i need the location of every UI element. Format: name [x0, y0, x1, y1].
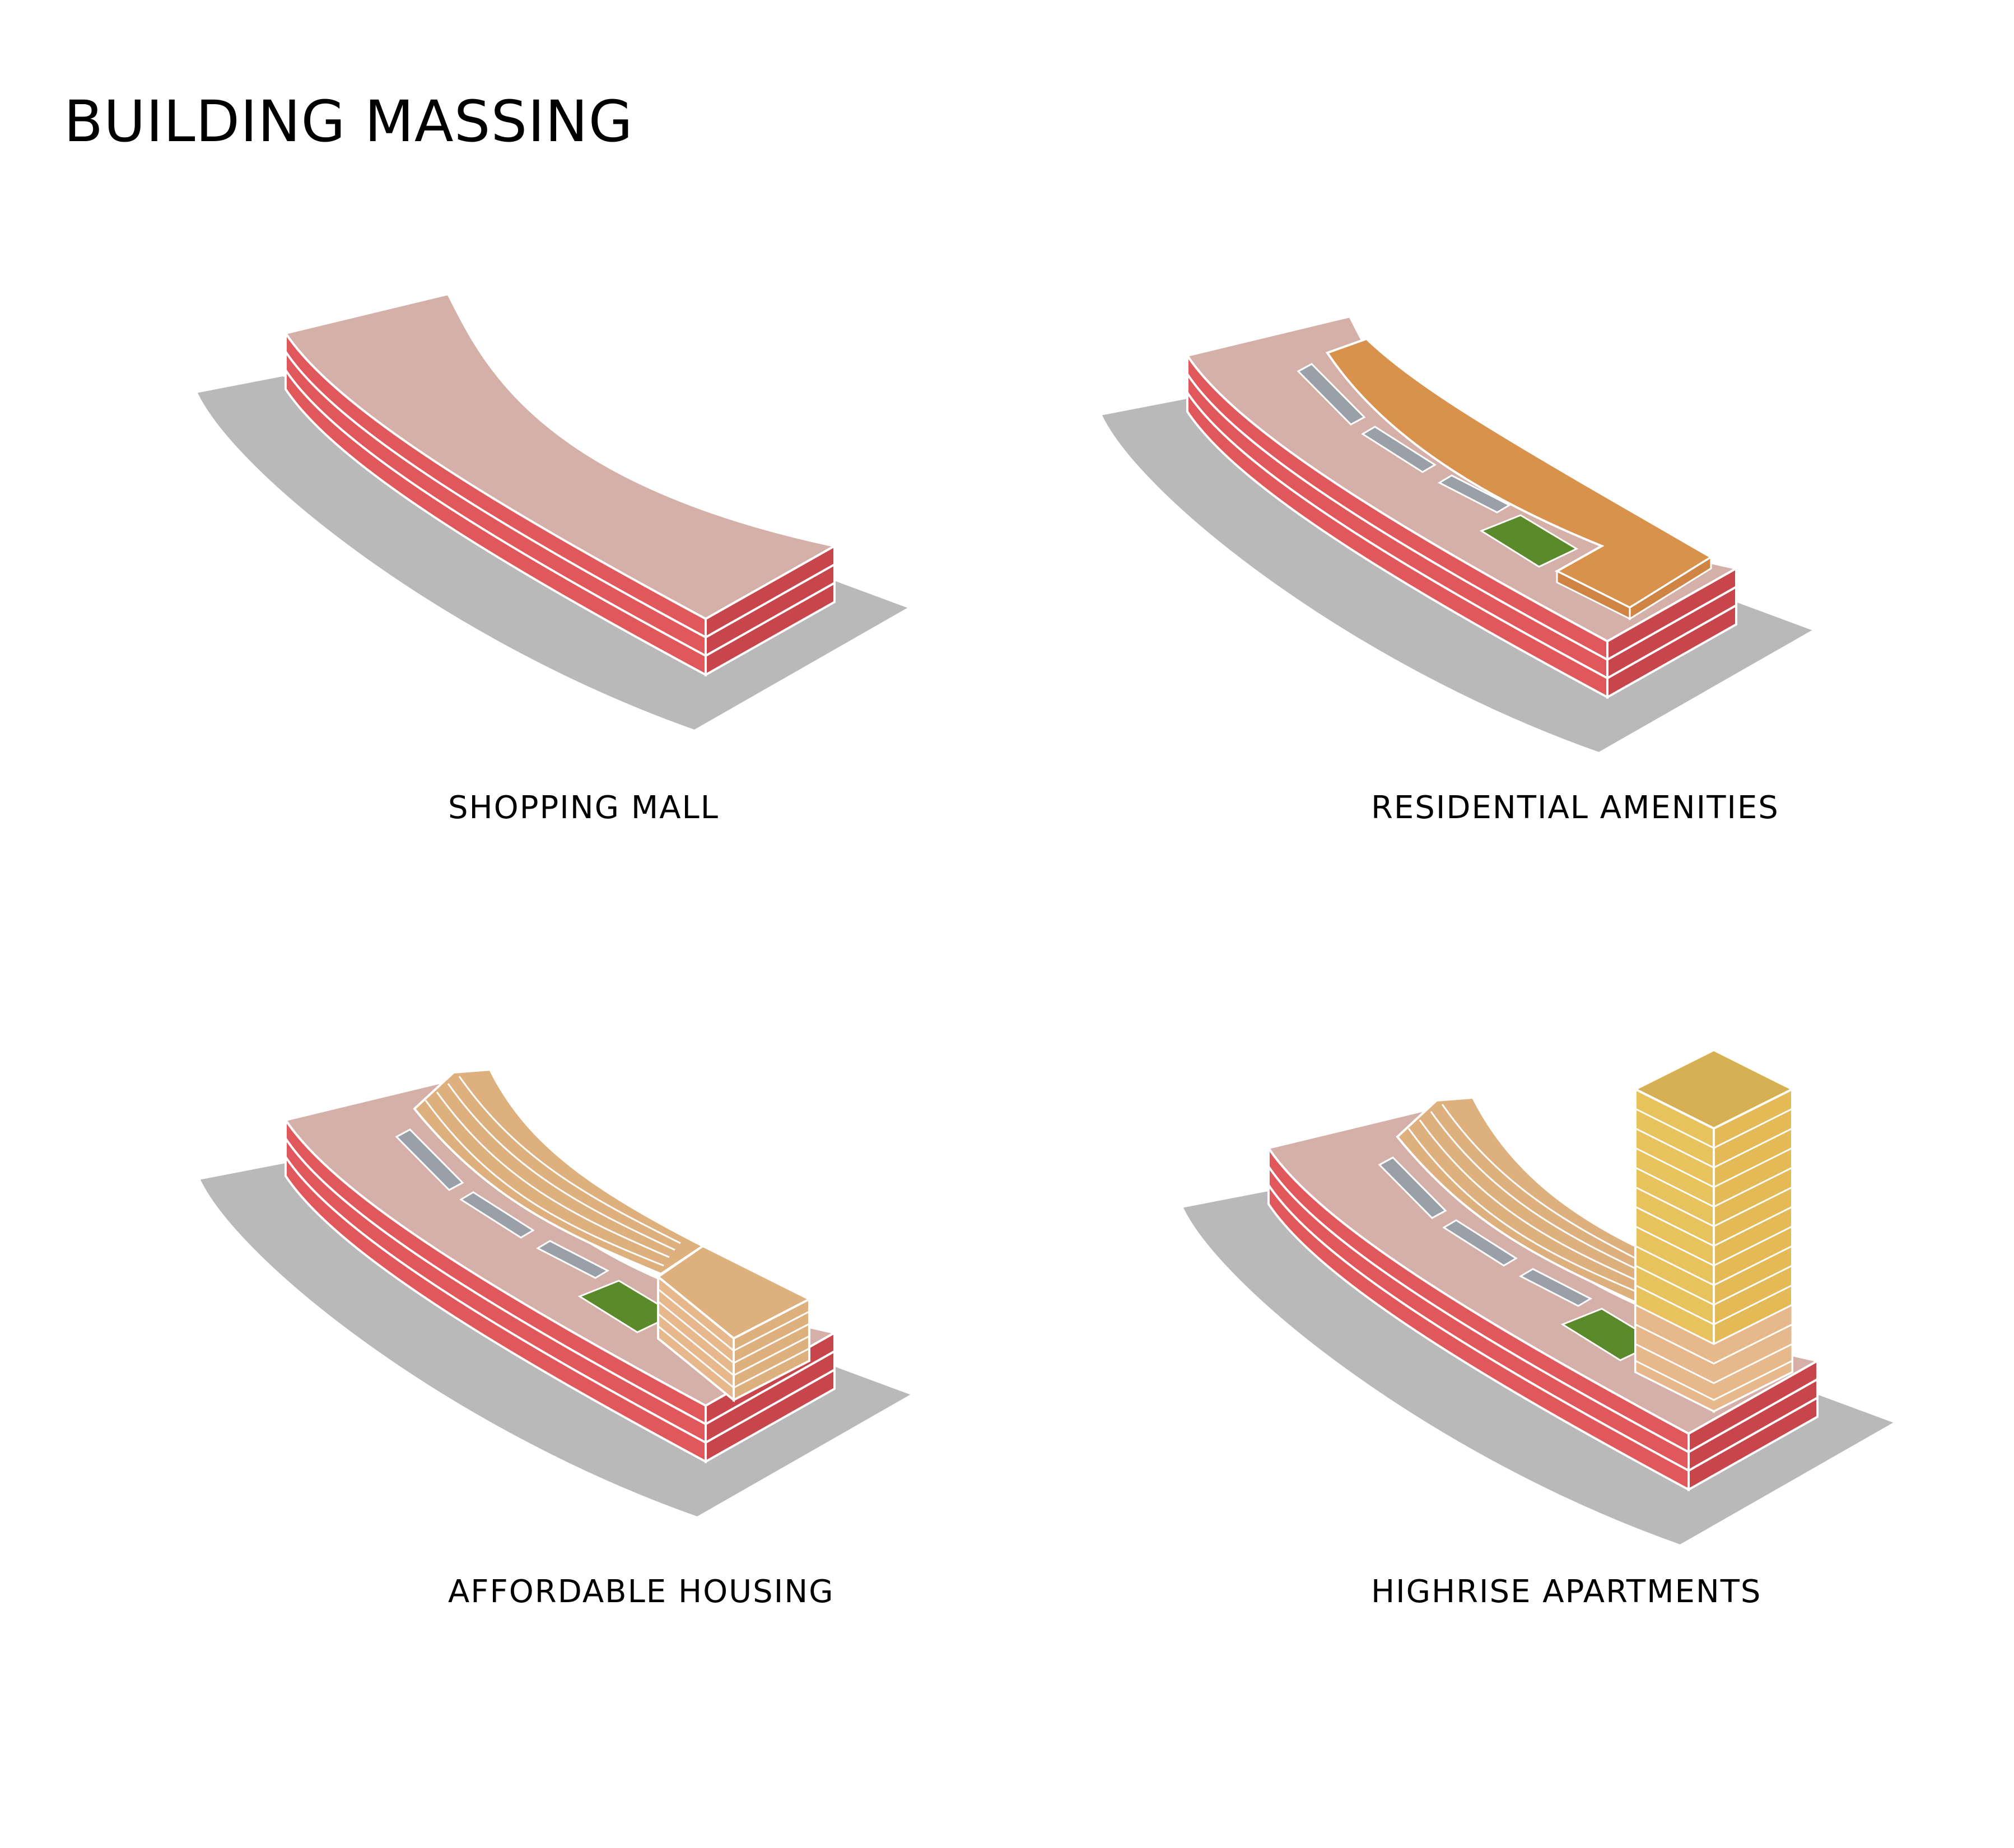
skylights: [1297, 363, 1512, 514]
housing-block-side: [733, 1297, 810, 1402]
tower: [1633, 1048, 1795, 1413]
podium-roof: [283, 292, 838, 620]
housing-terrace-lines: [425, 1076, 681, 1267]
caption-shopping-mall: SHOPPING MALL: [448, 790, 719, 826]
podium-floor-lines: [285, 351, 835, 657]
housing-floor-lines: [658, 1288, 810, 1389]
panel-residential-amenities: [1099, 315, 1817, 755]
skylight: [535, 1240, 610, 1279]
caption-residential-amenities: RESIDENTIAL AMENITIES: [1371, 790, 1779, 826]
tower-roof: [1633, 1048, 1795, 1130]
green-roof: [1479, 514, 1579, 568]
skylight: [395, 1128, 464, 1191]
skylight: [1378, 1156, 1447, 1219]
stepped-housing: [413, 1068, 812, 1403]
podium-floor-lines: [285, 1137, 835, 1444]
amenity-side: [1556, 556, 1712, 620]
tower-floor-lines: [1635, 1108, 1793, 1401]
skylight: [1518, 1268, 1593, 1307]
podium-floor-lines: [1267, 1165, 1818, 1472]
skylight: [1437, 474, 1512, 514]
panel-shopping-mall: [194, 292, 913, 732]
housing-terrace-lines: [1407, 1104, 1642, 1295]
skylights: [395, 1128, 610, 1279]
skylight: [1442, 1219, 1518, 1267]
podium-floor-lines: [1186, 373, 1737, 680]
skylights: [1378, 1156, 1593, 1307]
caption-affordable-housing: AFFORDABLE HOUSING: [448, 1574, 834, 1610]
skylight: [459, 1191, 535, 1239]
skylight: [1361, 426, 1437, 473]
panel-highrise-apartments: [1180, 1048, 1899, 1547]
podium: [283, 292, 838, 677]
amenity-block: [1325, 337, 1713, 620]
skylight: [1297, 363, 1366, 426]
page-title: BUILDING MASSING: [64, 88, 633, 155]
caption-highrise-apartments: HIGHRISE APARTMENTS: [1371, 1574, 1762, 1610]
panel-affordable-housing: [197, 1068, 916, 1519]
